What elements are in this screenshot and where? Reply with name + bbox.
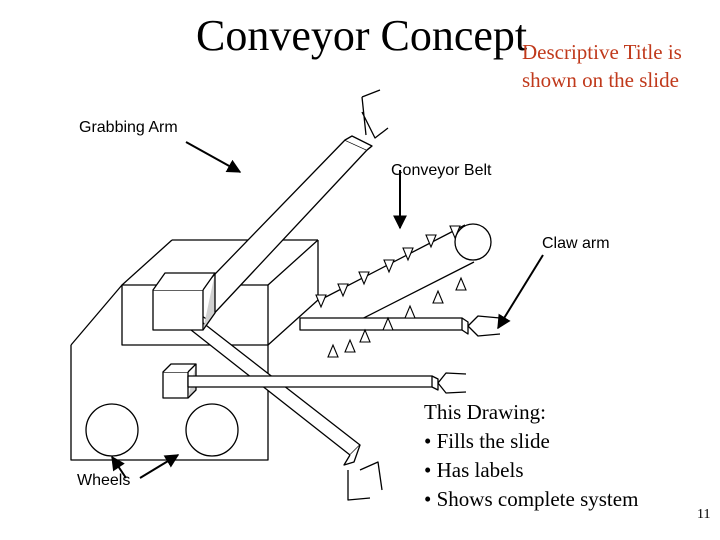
notes-bullet: • Fills the slide [424, 429, 550, 453]
label-claw-arm: Claw arm [542, 235, 610, 252]
claw-arm-rod-lower [187, 375, 433, 388]
claw-upper [467, 315, 501, 337]
boom-claw-bottom [347, 461, 383, 501]
notes-bullet: • Has labels [424, 458, 524, 482]
slide-title: Conveyor Concept [196, 11, 528, 60]
pivot-block [152, 289, 204, 331]
label-wheels: Wheels [77, 472, 131, 489]
grabbing-arm-pointer [185, 141, 242, 173]
drawing-notes: This Drawing: • Fills the slide • Has la… [424, 398, 638, 514]
slide-subtitle: Descriptive Title is shown on the slide [522, 40, 682, 92]
notes-heading: This Drawing: [424, 400, 546, 424]
claw-arm-pointer [497, 254, 544, 330]
boom-claw-top [361, 89, 389, 139]
claw-lower [437, 372, 467, 394]
page-number: 11 [697, 507, 711, 522]
wheel-left [85, 403, 139, 457]
conveyor-buckets [315, 225, 467, 358]
wheels-pointer-2 [111, 455, 127, 479]
conveyor-roller [454, 223, 492, 261]
small-block [162, 371, 189, 399]
wheels-pointer-1 [139, 454, 180, 479]
wheel-right [185, 403, 239, 457]
label-conveyor-belt: Conveyor Belt [391, 162, 492, 179]
claw-arm-rod-upper [299, 317, 463, 331]
notes-bullet: • Shows complete system [424, 487, 639, 511]
label-grabbing-arm: Grabbing Arm [79, 119, 178, 136]
